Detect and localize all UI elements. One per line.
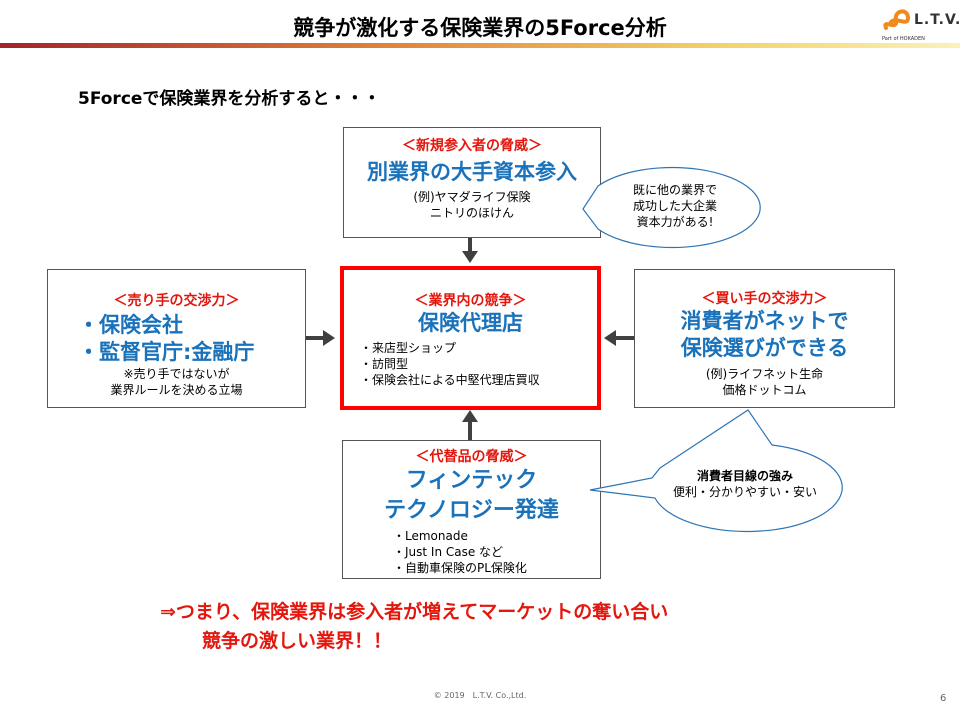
title-underline — [0, 43, 960, 48]
suppliers-note: ※売り手ではないが — [123, 367, 230, 381]
arrow-right-icon — [323, 330, 335, 346]
page-number: 6 — [940, 693, 947, 704]
arrow-bottom-shaft — [468, 422, 472, 440]
suppliers-heading: ＜売り手の交渉力＞ — [113, 293, 240, 309]
copyright: © 2019 L.T.V. Co.,Ltd. — [433, 691, 527, 700]
rivalry-item: ・訪問型 — [360, 357, 409, 371]
ltv-logo: L.T.V. Part of HOKADEN — [880, 6, 960, 46]
buyers-box: ＜買い手の交渉力＞ 消費者がネットで 保険選びができる (例)ライフネット生命 … — [634, 269, 895, 408]
new-entrants-line: ニトリのほけん — [429, 206, 514, 220]
buyers-heading: ＜買い手の交渉力＞ — [701, 291, 828, 307]
callout-bottom-title: 消費者目線の強み — [696, 469, 793, 483]
rivalry-heading: ＜業界内の競争＞ — [414, 293, 527, 309]
substitutes-main: テクノロジー発達 — [384, 498, 559, 523]
new-entrants-line: (例)ヤマダライフ保険 — [413, 190, 531, 204]
new-entrants-box: ＜新規参入者の脅威＞ 別業界の大手資本参入 (例)ヤマダライフ保険 ニトリのほけ… — [343, 127, 601, 238]
arrow-down-icon — [462, 251, 478, 263]
new-entrants-main: 別業界の大手資本参入 — [367, 160, 577, 184]
new-entrants-heading: ＜新規参入者の脅威＞ — [402, 138, 542, 154]
conclusion: ⇒つまり、保険業界は参入者が増えてマーケットの奪い合い 競争の激しい業界！！ — [160, 598, 668, 656]
substitutes-item: ・自動車保険のPL保険化 — [393, 561, 527, 575]
arrow-right-shaft — [616, 336, 634, 340]
conclusion-line: ⇒つまり、保険業界は参入者が増えてマーケットの奪い合い — [160, 601, 669, 623]
supplier-item: ・保険会社 — [78, 313, 183, 337]
arrow-top-shaft — [468, 237, 472, 253]
logo-mark-icon — [883, 9, 911, 30]
callout-bottom-body: 便利・分かりやすい・安い — [672, 485, 817, 499]
rivalry-main: 保険代理店 — [418, 311, 523, 335]
logo-parent: Part of HOKADEN — [882, 36, 925, 42]
suppliers-box: ＜売り手の交渉力＞ ・保険会社 ・監督官庁:金融庁 ※売り手ではないが 業界ルー… — [47, 269, 306, 408]
rivalry-item: ・保険会社による中堅代理店買収 — [360, 373, 540, 387]
conclusion-line: 競争の激しい業界！！ — [202, 630, 393, 652]
logo-text: L.T.V. — [914, 12, 960, 28]
substitutes-main: フィンテック — [405, 468, 538, 493]
callout-top-line: 資本力がある! — [636, 215, 714, 229]
callout-top-bubble — [582, 166, 761, 249]
callout-top-line: 既に他の業界で — [632, 183, 717, 197]
arrow-up-icon — [462, 410, 478, 422]
rivalry-box: ＜業界内の競争＞ 保険代理店 ・来店型ショップ ・訪問型 ・保険会社による中堅代… — [340, 266, 601, 410]
callout-bottom-bubble — [589, 409, 843, 533]
slide-title: 競争が激化する保険業界の5Force分析 — [293, 16, 667, 40]
rivalry-item: ・来店型ショップ — [360, 341, 457, 355]
callout-top-line: 成功した大企業 — [632, 199, 717, 213]
callout-bottom-text: 消費者目線の強み 便利・分かりやすい・安い — [650, 468, 840, 500]
buyers-line: (例)ライフネット生命 — [705, 367, 824, 381]
subtitle: 5Forceで保険業界を分析すると・・・ — [78, 89, 381, 109]
buyers-line: 価格ドットコム — [722, 383, 807, 397]
substitutes-item: ・Lemonade — [393, 529, 468, 543]
buyers-main: 保険選びができる — [680, 336, 849, 360]
callout-top-text: 既に他の業界で 成功した大企業 資本力がある! — [600, 182, 750, 230]
arrow-left-shaft — [305, 336, 325, 340]
supplier-item: ・監督官庁:金融庁 — [78, 340, 255, 364]
substitutes-item: ・Just In Case など — [393, 545, 504, 559]
buyers-main: 消費者がネットで — [680, 309, 849, 333]
suppliers-note: 業界ルールを決める立場 — [110, 383, 243, 397]
arrow-left-icon — [604, 330, 616, 346]
substitutes-box: ＜代替品の脅威＞ フィンテック テクノロジー発達 ・Lemonade ・Just… — [342, 440, 601, 579]
substitutes-heading: ＜代替品の脅威＞ — [415, 449, 528, 465]
